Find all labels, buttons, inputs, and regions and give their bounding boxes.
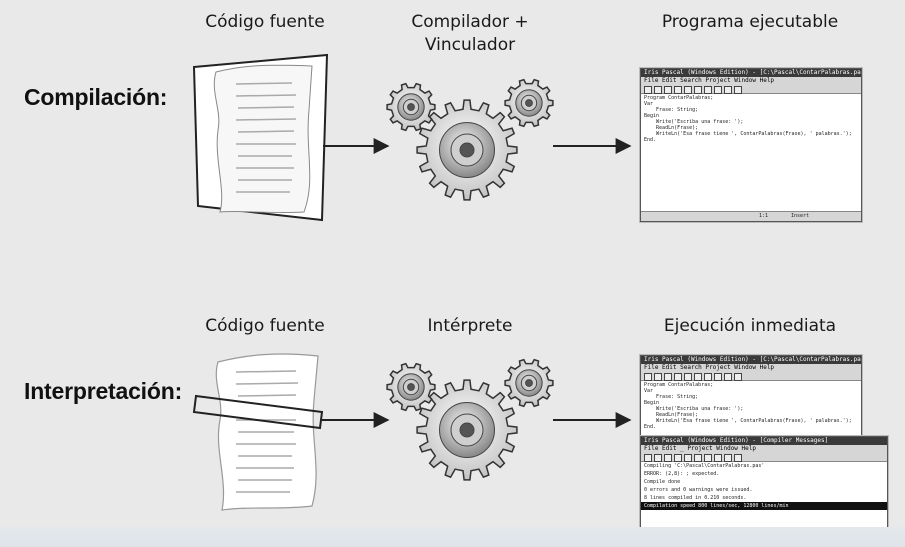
messages-toolbar <box>641 453 887 462</box>
messages-line-5: 8 lines compiled in 0.210 seconds. <box>644 495 747 501</box>
compiler-gears-icon <box>386 78 554 201</box>
ide-toolbar <box>641 85 861 94</box>
compiler-caption: Compilador + Vinculador <box>400 11 540 57</box>
interpreter-gears-icon <box>386 358 554 481</box>
large-gear-icon <box>416 379 518 481</box>
ide2-menu-bar: File Edit Search Project Window Help <box>641 364 861 372</box>
ide-title-bar: Iris Pascal (Windows Edition) - [C:\Pasc… <box>641 69 861 77</box>
ide-window-interpreted: Iris Pascal (Windows Edition) - [C:\Pasc… <box>640 355 862 437</box>
ide-code-editor: Program ContarPalabras; Var Frase: Strin… <box>644 95 852 143</box>
ide2-toolbar <box>641 372 861 381</box>
messages-line-2: ERROR: (2,8): ; expected. <box>644 471 720 477</box>
compiler-caption-line2: Vinculador <box>424 35 516 55</box>
compiler-caption-line1: Compilador + <box>411 12 529 32</box>
small-gear-right-icon <box>504 358 554 408</box>
executable-caption: Programa ejecutable <box>661 12 839 32</box>
interpreter-caption: Intérprete <box>427 316 513 336</box>
messages-line-3: Compile done <box>644 479 681 485</box>
messages-line-4: 0 errors and 0 warnings were issued. <box>644 487 753 493</box>
ide2-title-bar: Iris Pascal (Windows Edition) - [C:\Pasc… <box>641 356 861 364</box>
ide-status-position: 1:1 <box>759 213 769 219</box>
ide-status-bar: 1:1 Insert <box>641 211 861 221</box>
ide-window-executable: Iris Pascal (Windows Edition) - [C:\Pasc… <box>640 68 862 222</box>
messages-menu-bar: File Edit _ Project Window Help <box>641 445 887 453</box>
interpretation-source-caption: Código fuente <box>205 316 325 336</box>
ide2-code-editor: Program ContarPalabras; Var Frase: Strin… <box>644 382 852 430</box>
small-gear-left-icon <box>386 362 436 412</box>
messages-title-bar: Iris Pascal (Windows Edition) - [Compile… <box>641 437 887 445</box>
bottom-decorative-band <box>0 527 905 547</box>
messages-line-1: Compiling 'C:\Pascal\ContarPalabras.pas' <box>644 463 765 469</box>
ide-status-mode: Insert <box>791 213 810 219</box>
compilation-row-label: Compilación: <box>24 84 168 110</box>
small-gear-left-icon <box>386 82 436 132</box>
large-gear-icon <box>416 99 518 201</box>
messages-line-6: Compilation speed 800 lines/sec, 12800 l… <box>641 502 887 510</box>
compiler-messages-window: Iris Pascal (Windows Edition) - [Compile… <box>640 436 888 528</box>
ide-menu-bar: File Edit Search Project Window Help <box>641 77 861 85</box>
immediate-execution-caption: Ejecución inmediata <box>663 316 837 336</box>
small-gear-right-icon <box>504 78 554 128</box>
compilation-source-caption: Código fuente <box>205 12 325 32</box>
compilation-source-document-icon <box>192 53 329 222</box>
interpretation-row-label: Interpretación: <box>24 378 183 404</box>
interpretation-source-document-icon <box>192 353 324 511</box>
